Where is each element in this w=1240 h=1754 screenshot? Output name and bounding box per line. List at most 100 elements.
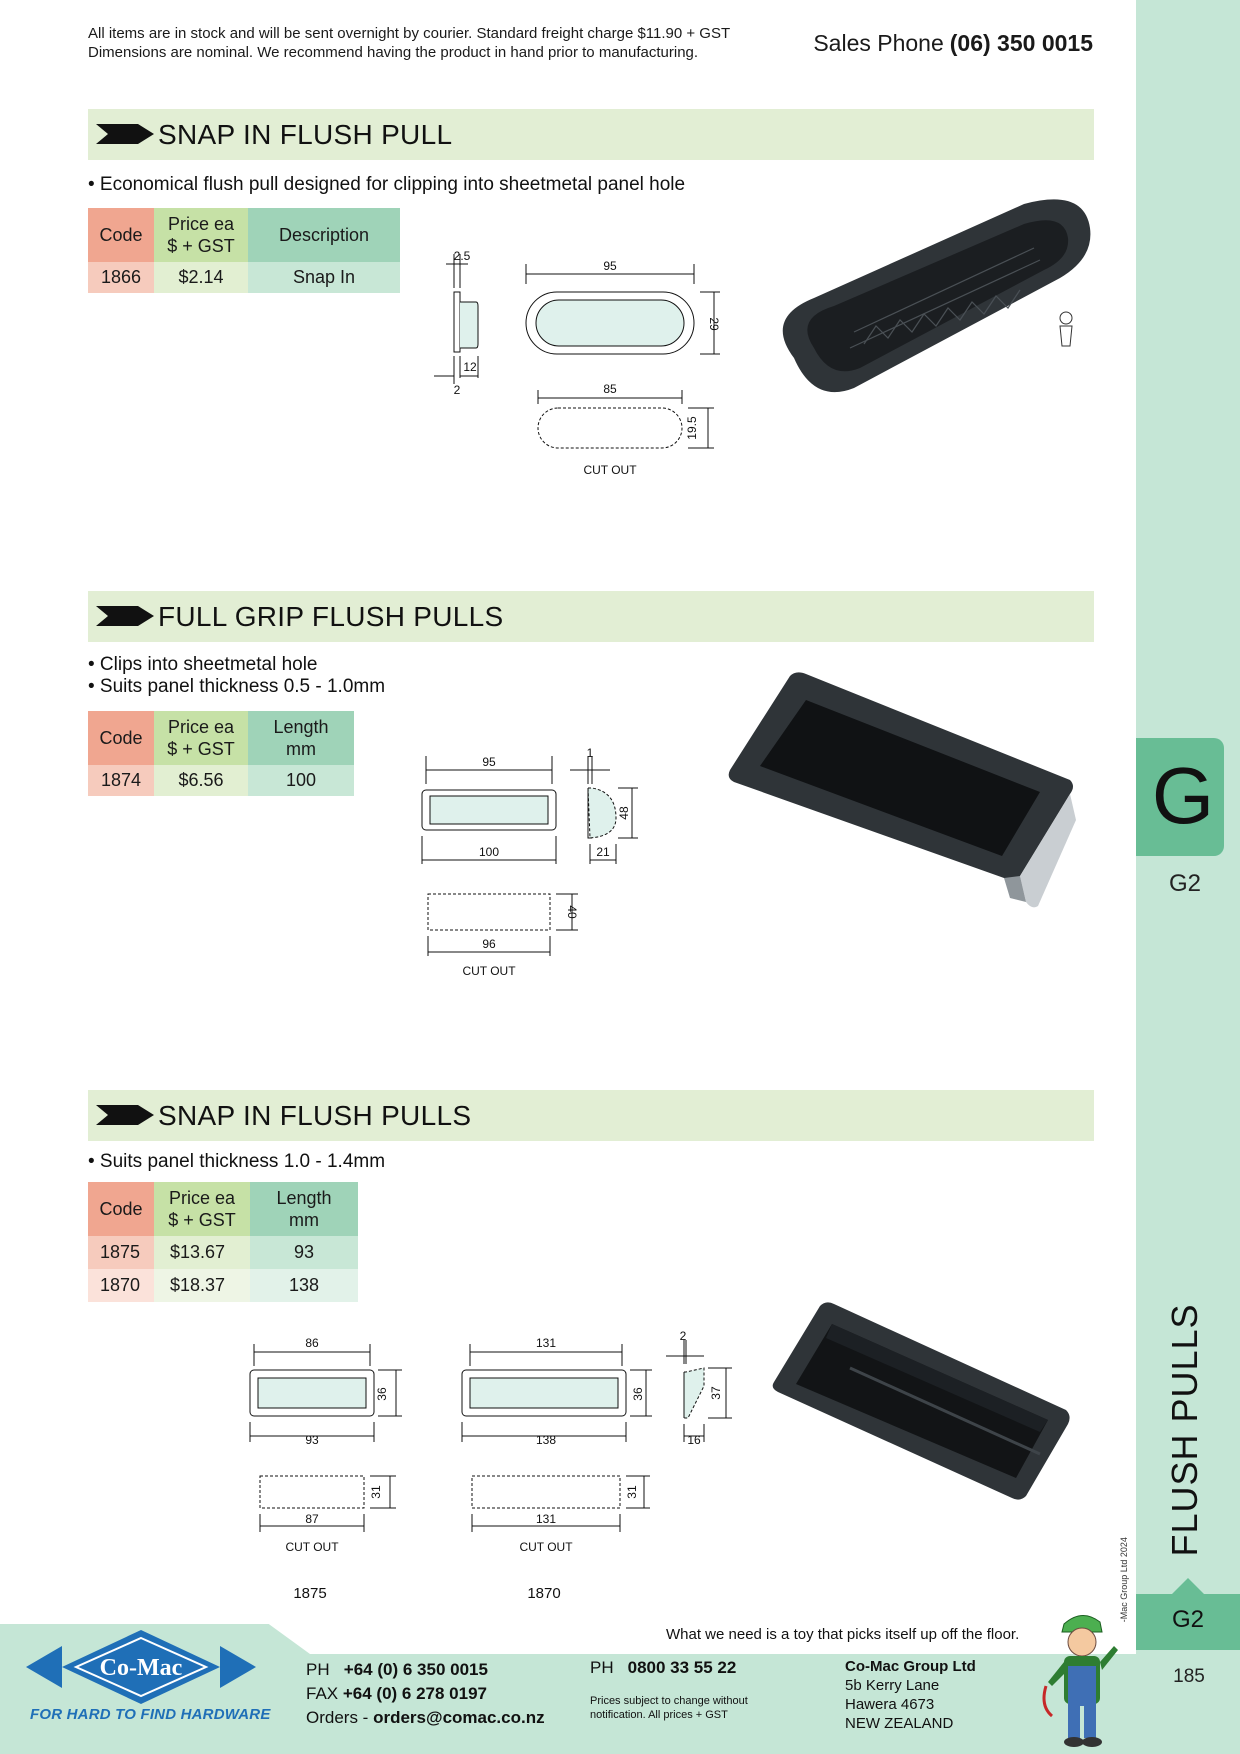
dim-36: 36 — [631, 1387, 645, 1401]
dim-131: 131 — [536, 1336, 556, 1350]
footer-contacts: PH +64 (0) 6 350 0015 FAX +64 (0) 6 278 … — [306, 1658, 545, 1730]
dim-138: 138 — [536, 1433, 556, 1447]
col-length-line1: Length — [273, 717, 329, 737]
comac-logo[interactable]: Co-Mac — [26, 1630, 256, 1704]
col-length-line2: mm — [286, 739, 316, 759]
header-note: All items are in stock and will be sent … — [88, 24, 730, 62]
dim-131: 131 — [536, 1512, 556, 1526]
header-note-line2: Dimensions are nominal. We recommend hav… — [88, 44, 699, 61]
dim-37: 37 — [709, 1386, 723, 1400]
chevron-arrow-icon — [96, 606, 154, 626]
dim-29: 29 — [707, 317, 721, 331]
table-row: 1866 $2.14 Snap In — [88, 262, 400, 293]
dim-16: 16 — [687, 1433, 701, 1447]
col-price-line2: $ + GST — [167, 236, 235, 256]
col-price-line1: Price ea — [167, 214, 235, 234]
footer-freephone: PH 0800 33 55 22 — [590, 1658, 736, 1678]
section-tab[interactable] — [1136, 738, 1224, 856]
orders-label: Orders - — [306, 1708, 369, 1727]
section-tab-code: G2 — [1168, 870, 1201, 897]
section1-bullets: • Economical flush pull designed for cli… — [88, 174, 685, 196]
cell-price: $2.14 — [154, 262, 248, 293]
mascot-icon — [1059, 311, 1073, 347]
price-note-line2: notification. All prices + GST — [590, 1709, 728, 1721]
table-row: 1874 $6.56 100 — [88, 765, 354, 796]
cell-code: 1875 — [88, 1236, 154, 1269]
bullet-item: • Suits panel thickness 0.5 - 1.0mm — [88, 676, 386, 697]
cutout-label: CUT OUT — [462, 964, 516, 978]
dim-31: 31 — [625, 1485, 639, 1499]
section-bar-snap-in-flush-pulls: SNAP IN FLUSH PULLS — [88, 1090, 1094, 1141]
sales-phone-label: Sales Phone — [813, 30, 944, 56]
phone-value[interactable]: +64 (0) 6 350 0015 — [343, 1660, 488, 1679]
table-row: 1870 $18.37 138 — [88, 1269, 358, 1302]
footer-fax: FAX +64 (0) 6 278 0197 — [306, 1682, 545, 1706]
col-code: Code — [88, 1182, 154, 1236]
col-description: Description — [248, 208, 400, 262]
logo-text: Co-Mac — [100, 1655, 183, 1681]
sales-phone: Sales Phone(06) 350 0015 — [813, 30, 1093, 57]
cell-description: Snap In — [248, 262, 400, 293]
price-note: Prices subject to change without notific… — [590, 1694, 748, 1722]
dim-36: 36 — [375, 1387, 389, 1401]
dim-31: 31 — [369, 1485, 383, 1499]
section-title: SNAP IN FLUSH PULL — [158, 119, 453, 150]
product-image-1874 — [728, 672, 1076, 908]
col-price: Price ea$ + GST — [154, 1182, 250, 1236]
col-price-line1: Price ea — [167, 717, 235, 737]
dim-86: 86 — [305, 1336, 319, 1350]
bottom-tab-code: G2 — [1171, 1606, 1204, 1633]
table-row: 1875 $13.67 93 — [88, 1236, 358, 1269]
section-title: FULL GRIP FLUSH PULLS — [158, 601, 504, 632]
address-line: 5b Kerry Lane — [845, 1677, 940, 1694]
footer-tagline: What we need is a toy that picks itself … — [666, 1626, 1020, 1643]
section3-bullets: • Suits panel thickness 1.0 - 1.4mm — [88, 1151, 385, 1173]
cell-code: 1870 — [88, 1269, 154, 1302]
footer-orders: Orders - orders@comac.co.nz — [306, 1706, 545, 1730]
dim-95: 95 — [603, 259, 617, 273]
dim-1: 1 — [587, 746, 594, 760]
label-1875: 1875 — [293, 1585, 326, 1602]
bullet-item: • Suits panel thickness 1.0 - 1.4mm — [88, 1151, 386, 1172]
col-length-line1: Length — [276, 1188, 332, 1208]
col-code: Code — [88, 208, 154, 262]
category-label-text: FLUSH PULLS — [1164, 1303, 1205, 1557]
col-code: Code — [88, 711, 154, 765]
cutout-label: CUT OUT — [583, 463, 637, 477]
col-length-line2: mm — [289, 1210, 319, 1230]
orders-email-link[interactable]: orders@comac.co.nz — [373, 1708, 545, 1727]
dim-12: 12 — [463, 360, 477, 374]
address-line: NEW ZEALAND — [845, 1715, 954, 1732]
col-price: Price ea$ + GST — [154, 711, 248, 765]
side-strip — [1136, 0, 1240, 1754]
section-tab-letter: G — [1151, 751, 1215, 840]
col-price-line2: $ + GST — [168, 1210, 236, 1230]
dim-95: 95 — [482, 755, 496, 769]
phone-label: PH — [306, 1660, 330, 1679]
freephone-value[interactable]: 0800 33 55 22 — [627, 1658, 737, 1677]
drawing-1875-1870: 86 36 93 31 87 CUT OUT 1875 131 36 138 3… — [249, 1329, 732, 1602]
footer-phone: PH +64 (0) 6 350 0015 — [306, 1658, 545, 1682]
cell-price: $13.67 — [154, 1236, 250, 1269]
cell-length: 138 — [250, 1269, 358, 1302]
drawing-1866: 2.5 12 2 95 29 85 19.5 CUT OUT — [434, 249, 721, 477]
col-price: Price ea$ + GST — [154, 208, 248, 262]
dim-2-5: 2.5 — [454, 249, 471, 263]
dim-2: 2 — [680, 1329, 687, 1343]
freephone-label: PH — [590, 1658, 614, 1677]
sales-phone-number[interactable]: (06) 350 0015 — [949, 30, 1093, 56]
mascot-icon — [1042, 1615, 1118, 1747]
cutout-label: CUT OUT — [519, 1540, 573, 1554]
dim-21: 21 — [596, 845, 610, 859]
product-image-1866 — [782, 199, 1091, 393]
company-name: Co-Mac Group Ltd — [845, 1658, 976, 1675]
col-price-line1: Price ea — [168, 1188, 236, 1208]
cell-length: 100 — [248, 765, 354, 796]
col-price-line2: $ + GST — [167, 739, 235, 759]
section2-bullets: • Clips into sheetmetal hole • Suits pan… — [88, 654, 385, 698]
bottom-tab-pointer — [1172, 1578, 1204, 1594]
dim-85: 85 — [603, 382, 617, 396]
page-number: 185 — [1173, 1666, 1205, 1687]
